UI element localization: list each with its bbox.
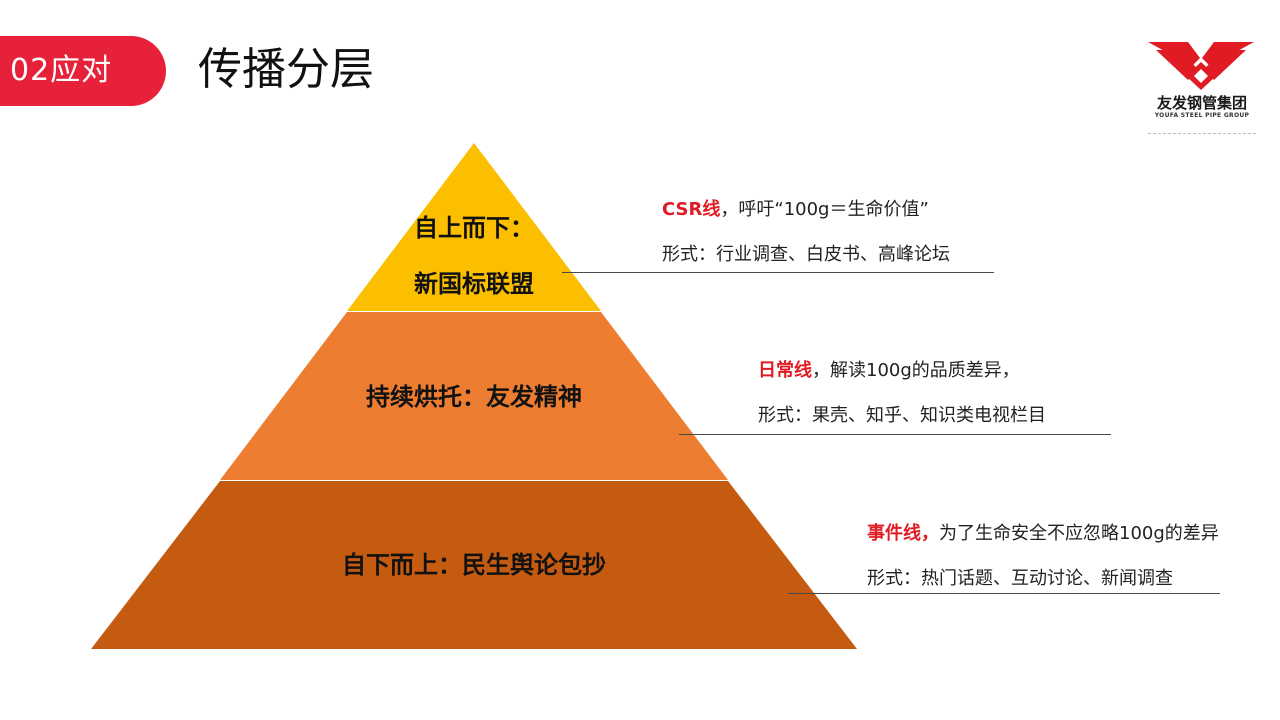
page-title: 传播分层 — [198, 44, 374, 95]
annotation-daily-highlight: 日常线 — [758, 360, 812, 381]
annotation-csr-rule — [562, 272, 994, 273]
pyramid-tier-bottom — [91, 481, 857, 649]
annotation-event-text: 为了生命安全不应忽略100g的差异 — [939, 523, 1219, 544]
annotation-daily-rule — [679, 434, 1111, 435]
logo-divider — [1148, 133, 1256, 135]
youfa-logo-icon — [1148, 42, 1254, 90]
tier-top-line2: 新国标联盟 — [414, 270, 534, 298]
tier-top-label: 自上而下： 新国标联盟 — [374, 200, 574, 312]
section-tag: 02应对 — [0, 36, 166, 106]
tier-bottom-label: 自下而上：民生舆论包抄 — [342, 551, 606, 579]
annotation-csr-line: CSR线，呼吁“100g＝生命价值” — [662, 198, 929, 222]
annotation-event-line: 事件线，为了生命安全不应忽略100g的差异 — [867, 522, 1219, 546]
annotation-daily-line: 日常线，解读100g的品质差异， — [758, 359, 1020, 383]
pyramid-tier-top — [347, 143, 601, 311]
logo-name-cn: 友发钢管集团 — [1156, 94, 1247, 112]
logo-name-en: YOUFA STEEL PIPE GROUP — [1154, 112, 1250, 119]
annotation-daily-form: 形式：果壳、知乎、知识类电视栏目 — [758, 405, 1046, 426]
pyramid-tier-middle — [220, 312, 728, 480]
annotation-csr-form: 形式：行业调查、白皮书、高峰论坛 — [662, 244, 950, 265]
annotation-event-highlight: 事件线， — [867, 523, 939, 544]
annotation-event-rule — [788, 593, 1220, 594]
annotation-csr-highlight: CSR线 — [662, 199, 721, 220]
annotation-daily-text: ，解读100g的品质差异， — [812, 360, 1020, 381]
annotation-event-form: 形式：热门话题、互动讨论、新闻调查 — [867, 568, 1173, 589]
annotation-csr-text: ，呼吁“100g＝生命价值” — [720, 199, 929, 220]
tier-middle-label: 持续烘托：友发精神 — [366, 383, 582, 411]
tier-top-line1: 自上而下： — [414, 214, 534, 242]
